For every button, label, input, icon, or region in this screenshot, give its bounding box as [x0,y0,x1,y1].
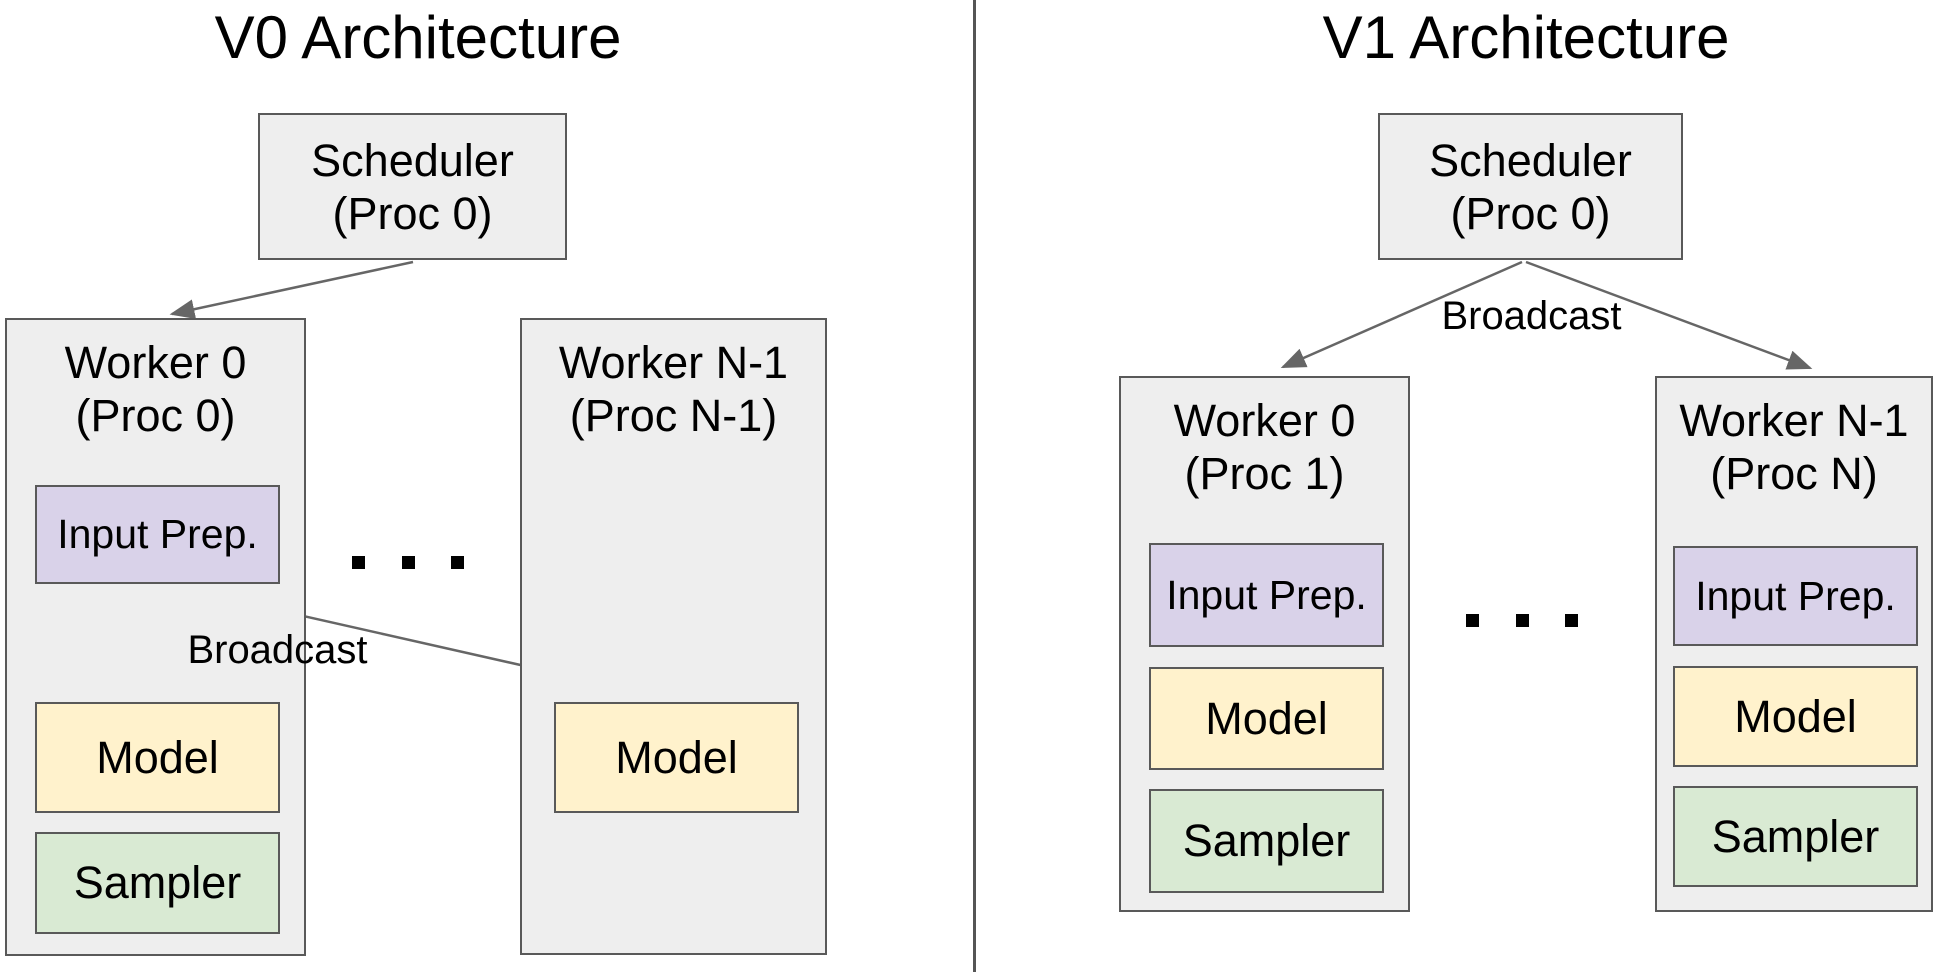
v0-worker0-sampler-box: Sampler [35,832,280,934]
v0-scheduler-label-line2: (Proc 0) [332,187,493,239]
v1-workerN-title: Worker N-1 (Proc N) [1657,394,1931,500]
v1-ellipsis-icon [1466,613,1578,627]
v0-broadcast-label: Broadcast [187,628,368,672]
v0-scheduler-label-line1: Scheduler [311,134,514,186]
panel-divider [973,0,976,972]
v1-broadcast-label: Broadcast [1441,294,1622,338]
v1-workerN-model-box: Model [1673,666,1918,767]
v0-worker0-container: Worker 0 (Proc 0) Input Prep. Model Samp… [5,318,306,956]
v1-scheduler-label-line2: (Proc 0) [1450,187,1611,239]
v0-worker0-title-line1: Worker 0 [64,337,247,388]
v1-worker0-sampler-box: Sampler [1149,789,1384,893]
v0-architecture-title: V0 Architecture [214,4,622,71]
v0-ellipsis-icon [352,555,464,569]
v0-workerN-title-line1: Worker N-1 [558,337,789,388]
v1-workerN-sampler-box: Sampler [1673,786,1918,887]
v0-scheduler-box: Scheduler (Proc 0) [258,113,567,260]
v0-workerN-title: Worker N-1 (Proc N-1) [522,336,825,442]
v1-scheduler-label-line1: Scheduler [1429,134,1632,186]
v1-worker0-model-box: Model [1149,667,1384,770]
dot-icon [451,555,464,569]
v0-workerN-model-box: Model [554,702,799,813]
dot-icon [1565,613,1578,627]
v0-workerN-container: Worker N-1 (Proc N-1) Model [520,318,827,955]
v1-worker0-container: Worker 0 (Proc 1) Input Prep. Model Samp… [1119,376,1410,912]
v1-workerN-container: Worker N-1 (Proc N) Input Prep. Model Sa… [1655,376,1933,912]
v1-workerN-input-prep-box: Input Prep. [1673,546,1918,646]
dot-icon [1515,613,1529,627]
v1-architecture-title: V1 Architecture [1322,4,1730,71]
dot-icon [401,555,415,569]
dot-icon [1466,613,1479,627]
v1-worker0-title-line1: Worker 0 [1173,395,1356,446]
dot-icon [352,555,365,569]
v0-worker0-title: Worker 0 (Proc 0) [7,336,304,442]
v0-worker0-input-prep-box: Input Prep. [35,485,280,584]
v0-worker0-title-line2: (Proc 0) [75,390,236,441]
arrow-v0-scheduler-to-worker0 [169,260,414,320]
v1-workerN-title-line1: Worker N-1 [1679,395,1909,446]
v1-scheduler-box: Scheduler (Proc 0) [1378,113,1683,260]
v1-worker0-title-line2: (Proc 1) [1184,448,1345,499]
v0-worker0-model-box: Model [35,702,280,813]
v1-worker0-title: Worker 0 (Proc 1) [1121,394,1408,500]
v1-workerN-title-line2: (Proc N) [1710,448,1878,499]
v1-worker0-input-prep-box: Input Prep. [1149,543,1384,647]
v0-workerN-title-line2: (Proc N-1) [569,390,778,441]
